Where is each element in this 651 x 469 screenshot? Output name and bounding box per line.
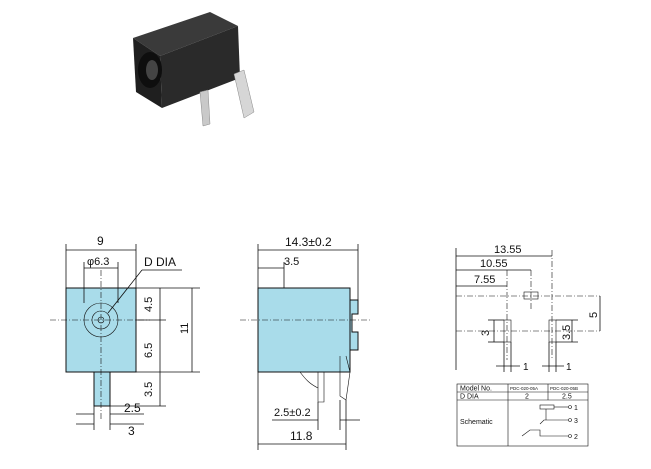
- spec-table: Model No. PDC-020-05A PDC-020-05B D DIA …: [456, 383, 589, 447]
- front-hole-dia-label: φ6.3: [87, 256, 109, 268]
- schematic-pin-2: 2: [574, 434, 578, 441]
- side-view: 14.3±0.2 3.5 2.5±0.2 11.8: [240, 235, 372, 450]
- footprint-view: 13.55 10.55 7.55 3 3.5 5 1 1: [455, 244, 601, 373]
- fp-dim-3-5: 3.5: [561, 325, 573, 340]
- fp-dim-7-55: 7.55: [474, 274, 495, 286]
- front-dim-11: 11: [179, 323, 191, 334]
- front-dim-2-5: 2.5: [124, 401, 141, 415]
- side-dim-3-5: 3.5: [284, 256, 299, 268]
- fp-dim-10-55: 10.55: [480, 258, 508, 270]
- front-dim-3: 3: [128, 424, 135, 438]
- table-row-schematic: Schematic: [460, 419, 493, 426]
- schematic-pin-3: 3: [574, 418, 578, 425]
- table-row-d-label: D DIA: [460, 394, 479, 401]
- table-row-d-v2: 2.5: [562, 394, 572, 401]
- front-dim-6-5: 6.5: [143, 343, 155, 358]
- side-overall-label: 14.3±0.2: [285, 235, 332, 249]
- front-view: 9 φ6.3 D DIA 4.5 6.5 3.5 11 2.5 3: [50, 234, 200, 438]
- fp-dim-1b: 1: [566, 362, 572, 373]
- schematic-symbol: [521, 404, 572, 438]
- front-pin: [93, 371, 111, 407]
- fp-dim-13-55: 13.55: [494, 244, 522, 256]
- front-dim-3-5: 3.5: [143, 382, 155, 397]
- table-header-model: Model No.: [460, 386, 492, 393]
- table-header-m2: PDC-020-05B: [550, 386, 578, 391]
- side-base-label: 11.8: [290, 429, 313, 443]
- fp-dim-5: 5: [588, 312, 600, 318]
- front-d-dia-label: D DIA: [144, 255, 176, 269]
- fp-dim-3: 3: [480, 330, 492, 336]
- table-header-m1: PDC-020-05A: [510, 386, 538, 391]
- side-body: [257, 287, 351, 373]
- fp-dim-1a: 1: [523, 362, 529, 373]
- schematic-pin-1: 1: [574, 405, 578, 412]
- product-photo: [133, 12, 255, 127]
- table-row-d-v1: 2: [525, 394, 529, 401]
- front-width-label: 9: [97, 234, 104, 248]
- front-dim-4-5: 4.5: [143, 297, 155, 312]
- side-pin-spacing-label: 2.5±0.2: [274, 407, 311, 419]
